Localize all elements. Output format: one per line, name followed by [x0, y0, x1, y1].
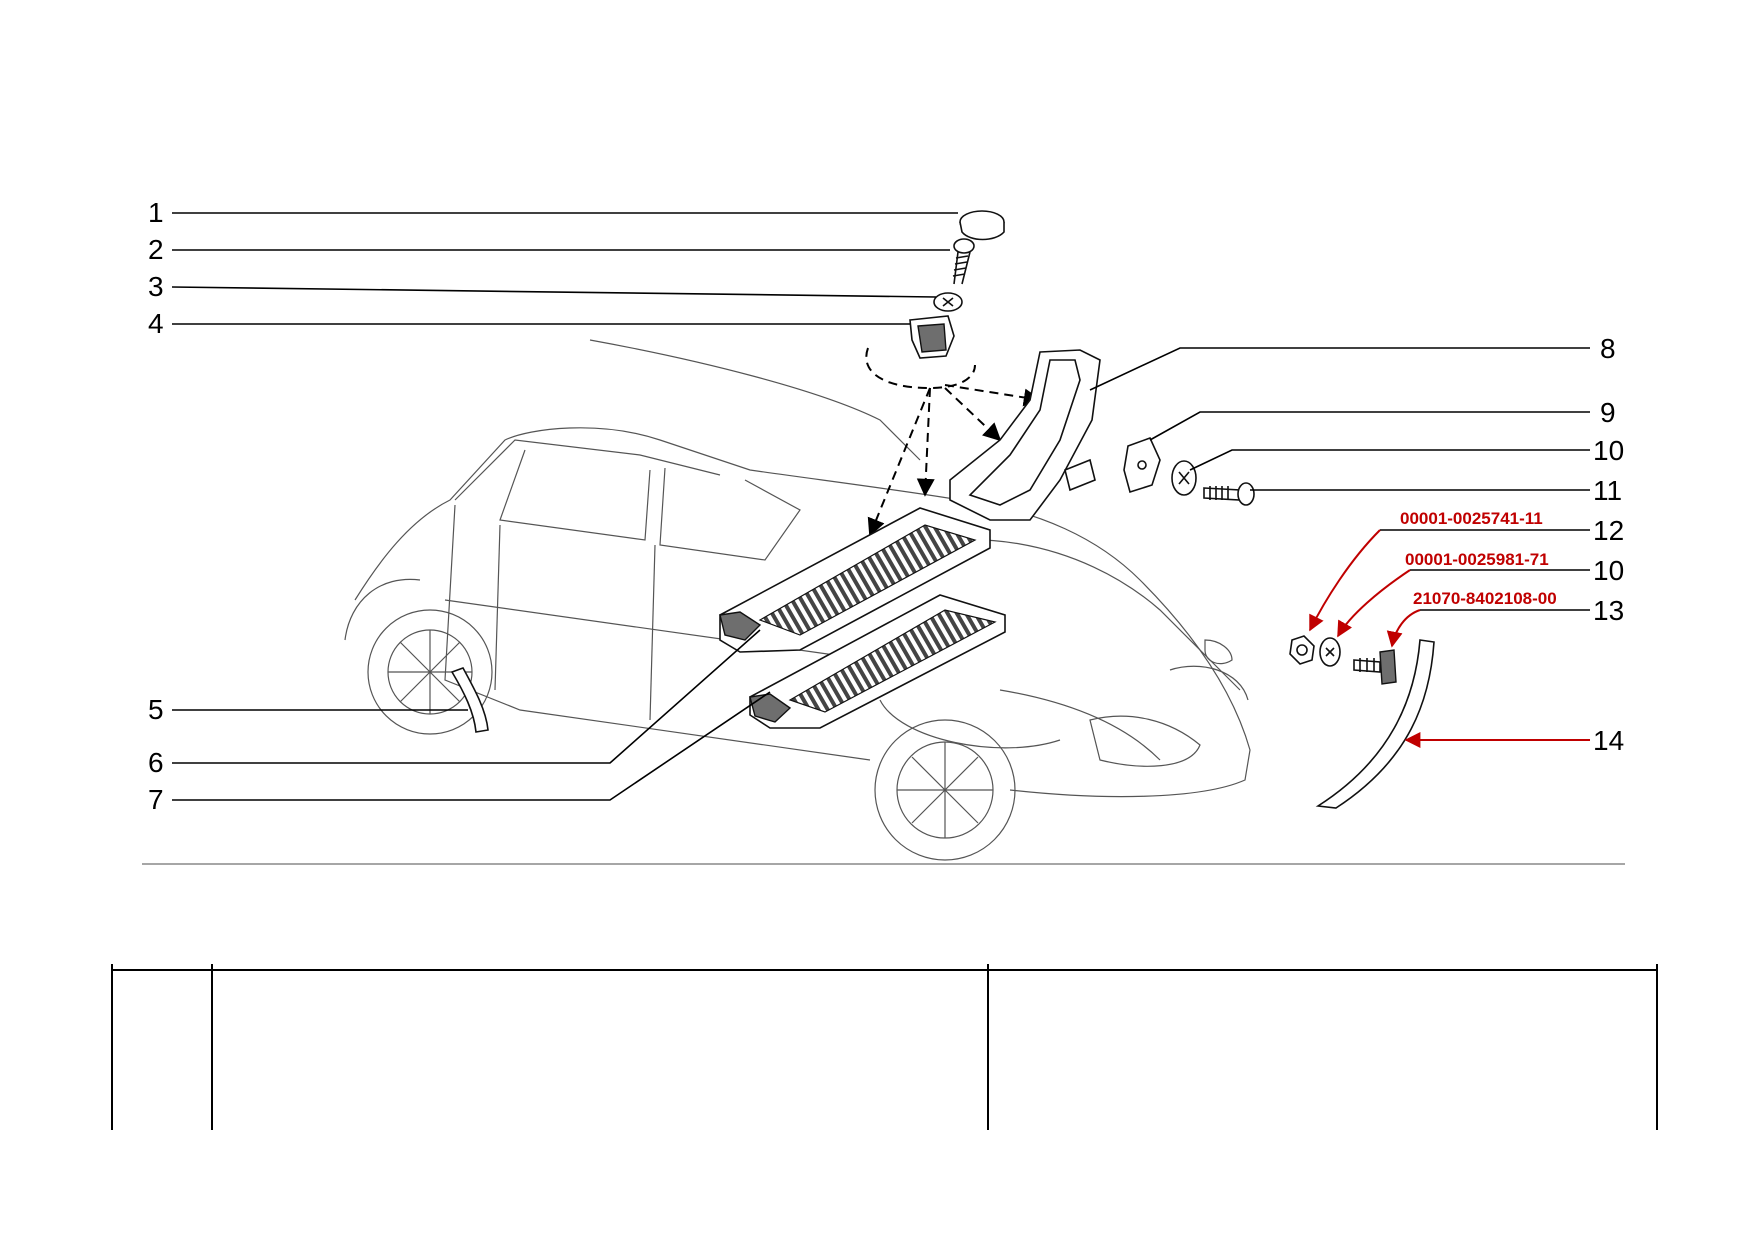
clip-part [909, 315, 955, 359]
screw-part [952, 238, 975, 285]
callout-10-upper: 10 [1593, 435, 1624, 466]
door-strip-part [1315, 639, 1435, 809]
nut-part [1289, 635, 1315, 665]
callout-8: 8 [1600, 333, 1616, 364]
callout-4: 4 [148, 308, 164, 339]
cowl-panel-part [949, 349, 1101, 521]
part-number-labels: 00001-0025741-11 00001-0025981-71 21070-… [1400, 509, 1557, 608]
grille-panel-upper [719, 507, 991, 653]
table-frame [111, 964, 1658, 1130]
grille-panel-lower [749, 594, 1006, 729]
callout-7: 7 [148, 784, 164, 815]
washer-lower-part [1319, 637, 1341, 667]
callout-10-lower: 10 [1593, 555, 1624, 586]
callout-1: 1 [148, 197, 164, 228]
bracket-part [1123, 436, 1161, 494]
car-outline [344, 339, 1251, 861]
callout-9: 9 [1600, 397, 1616, 428]
callout-numbers: 1 2 3 4 5 6 7 8 9 10 11 12 10 13 14 [148, 197, 1624, 815]
callout-5: 5 [148, 694, 164, 725]
callout-3: 3 [148, 271, 164, 302]
part-number-13: 21070-8402108-00 [1413, 589, 1557, 608]
cap-part [959, 210, 1005, 241]
wheel-arch-strip-part [450, 667, 489, 733]
callout-13: 13 [1593, 595, 1624, 626]
callout-11: 11 [1593, 475, 1622, 506]
callout-14: 14 [1593, 725, 1624, 756]
washer-upper-part [1171, 460, 1197, 496]
assembly-arrows [865, 347, 1042, 537]
part-number-10: 00001-0025981-71 [1405, 550, 1549, 569]
washer-part [933, 292, 963, 312]
screw-upper-part [1203, 482, 1255, 506]
part-number-12: 00001-0025741-11 [1400, 509, 1543, 528]
callout-12: 12 [1593, 515, 1624, 546]
leader-lines [171, 212, 1590, 801]
callout-6: 6 [148, 747, 164, 778]
bolt-part [1353, 649, 1397, 685]
callout-2: 2 [148, 234, 164, 265]
